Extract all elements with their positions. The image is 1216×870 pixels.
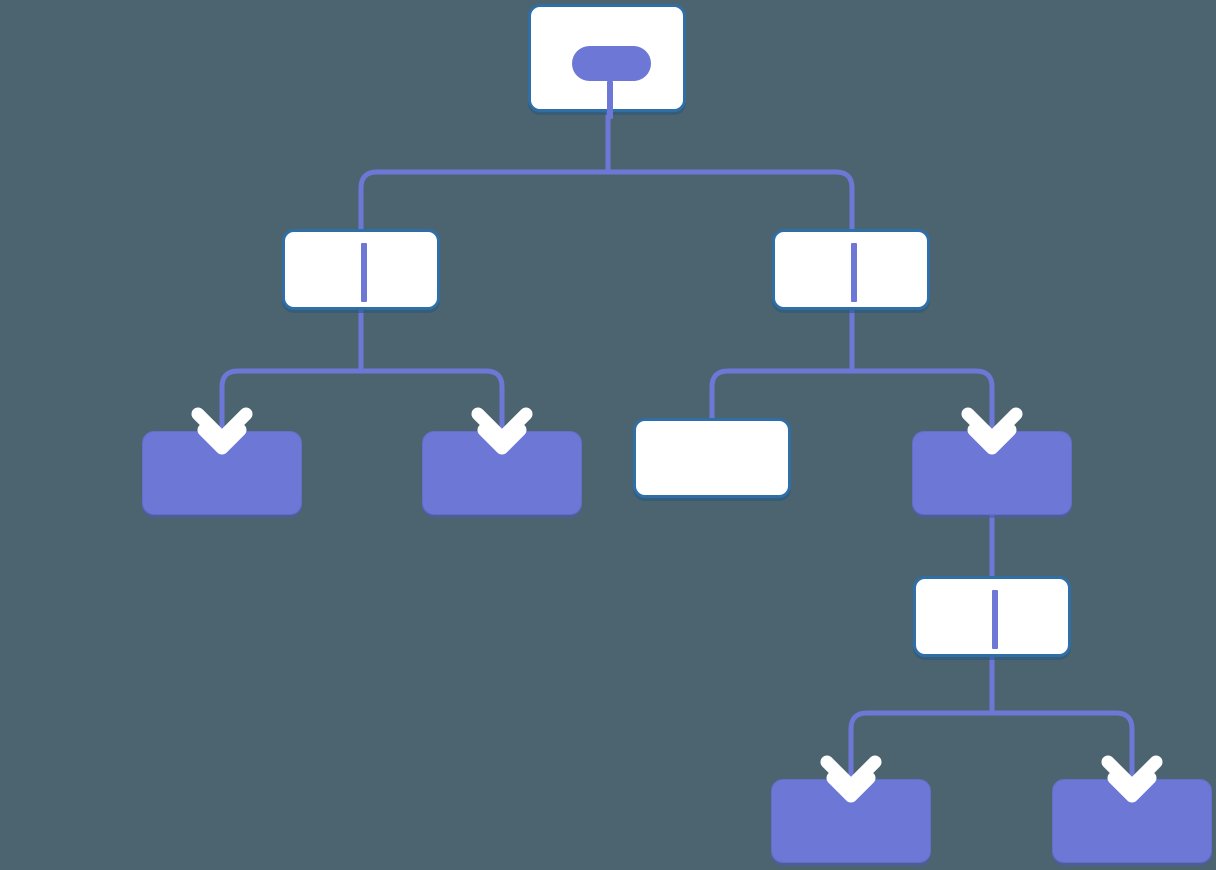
node-connector-tick [851,243,857,302]
node-connector-tick [992,590,998,649]
node-connector-tick [607,81,613,119]
edge-bus3-to-level3-card [709,368,852,420]
leaf-left-1[interactable] [142,431,302,515]
node-label-pill [572,46,651,81]
leaf-left-2[interactable] [422,431,582,515]
level3-right-card[interactable] [633,418,791,498]
branch-node-right[interactable] [912,431,1072,515]
level4-card[interactable] [913,576,1071,657]
node-connector-tick [361,243,367,302]
level2-right-card[interactable] [772,229,930,310]
leaf-bottom-2[interactable] [1052,779,1212,863]
level2-left-card[interactable] [282,229,440,310]
leaf-bottom-1[interactable] [771,779,931,863]
root-card[interactable] [528,4,686,119]
